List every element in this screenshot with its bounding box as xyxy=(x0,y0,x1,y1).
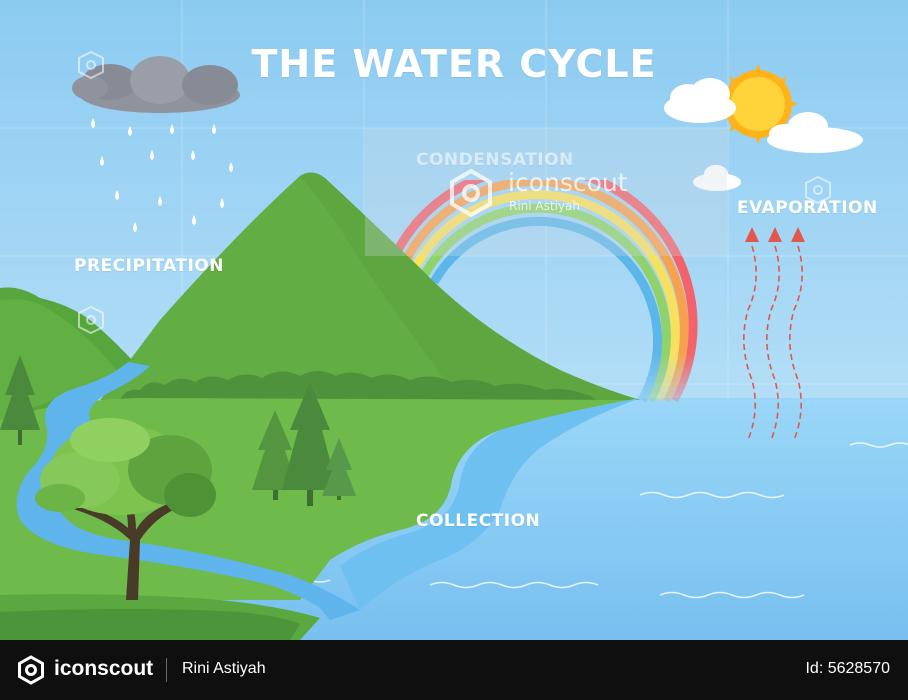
label-precipitation: PRECIPITATION xyxy=(74,256,224,276)
iconscout-logo-icon xyxy=(450,168,492,218)
water-cycle-illustration xyxy=(0,0,908,640)
watermark-brand: iconscout xyxy=(508,168,628,197)
footer-brand[interactable]: iconscout xyxy=(54,657,154,680)
footer-author[interactable]: Rini Astiyah xyxy=(182,660,266,677)
label-evaporation: EVAPORATION xyxy=(737,198,878,218)
footer-asset-id: Id: 5628570 xyxy=(805,660,890,677)
footer-bar: iconscout Rini Astiyah Id: 5628570 xyxy=(0,640,908,700)
footer-divider xyxy=(166,658,167,682)
rain-cloud-icon xyxy=(72,56,240,113)
evaporation-arrow-icon xyxy=(743,227,805,441)
label-condensation: CONDENSATION xyxy=(416,150,574,170)
white-clouds xyxy=(664,78,863,191)
watermark-marks xyxy=(78,50,831,335)
raindrops xyxy=(91,118,233,232)
watermark-overlay xyxy=(365,128,727,256)
sun-icon xyxy=(718,64,798,144)
water-cycle-scene xyxy=(0,0,908,640)
watermark-author: Rini Astiyah xyxy=(509,199,580,213)
diagram-title: THE WATER CYCLE xyxy=(251,42,657,86)
foreground-grass-dark xyxy=(0,609,300,640)
treeline xyxy=(120,371,600,402)
label-collection: COLLECTION xyxy=(416,511,541,531)
mountain-shade xyxy=(300,172,640,400)
river-mouth xyxy=(340,398,640,610)
pine-trees-left xyxy=(0,355,40,445)
iconscout-logo-icon[interactable] xyxy=(16,655,46,685)
pine-trees-center xyxy=(252,382,356,506)
leafy-tree xyxy=(35,418,216,600)
river xyxy=(16,362,361,620)
